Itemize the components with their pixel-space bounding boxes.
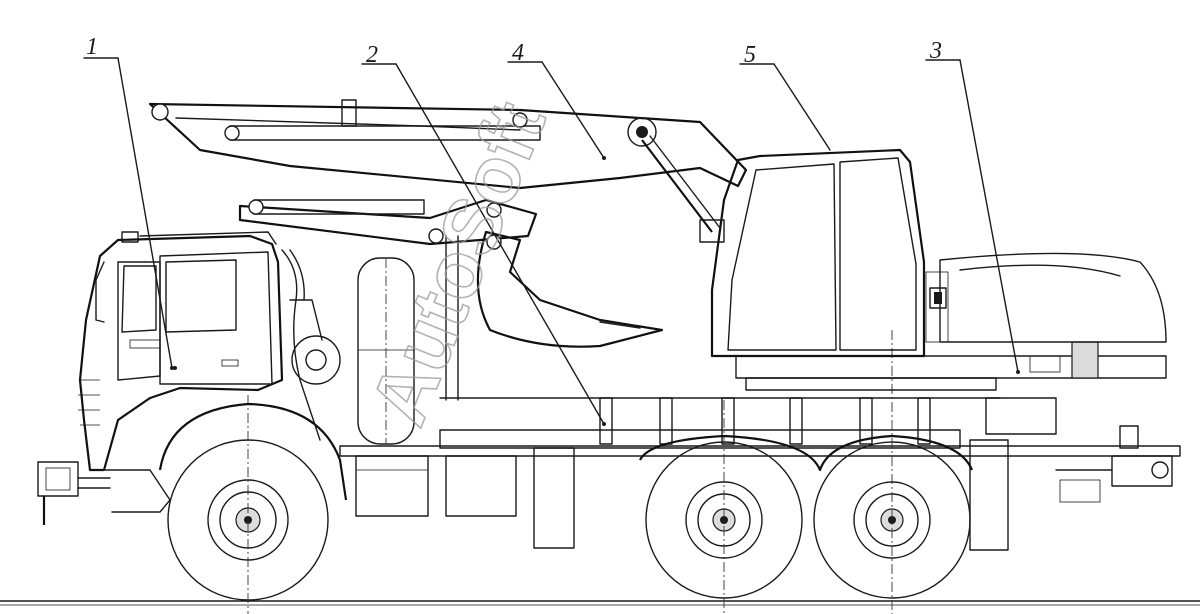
spare-wheel [357,257,415,445]
engine-reel [289,299,341,385]
turntable-platform [735,252,1167,391]
callout-4: 4 [512,40,524,66]
truck-cab [78,231,284,513]
callout-5: 5 [744,42,756,68]
callout-2: 2 [366,42,378,68]
hydraulic-hoses [281,249,321,441]
front-wheel [158,395,348,614]
callout-leaders [83,57,1020,426]
rear-tow-hitch [37,461,111,525]
rear-wheel [813,330,971,614]
operator-cab [710,148,949,358]
boom-arm [148,99,748,243]
callout-1: 1 [86,34,98,60]
callout-3: 3 [929,38,942,64]
middle-wheel [645,400,803,614]
bucket [476,230,664,348]
rear-fenders [639,434,974,472]
hydraulic-hose [289,249,305,301]
chassis-frame [339,397,1181,551]
front-tow-hitch [1055,425,1173,503]
stick-arm [238,198,538,401]
